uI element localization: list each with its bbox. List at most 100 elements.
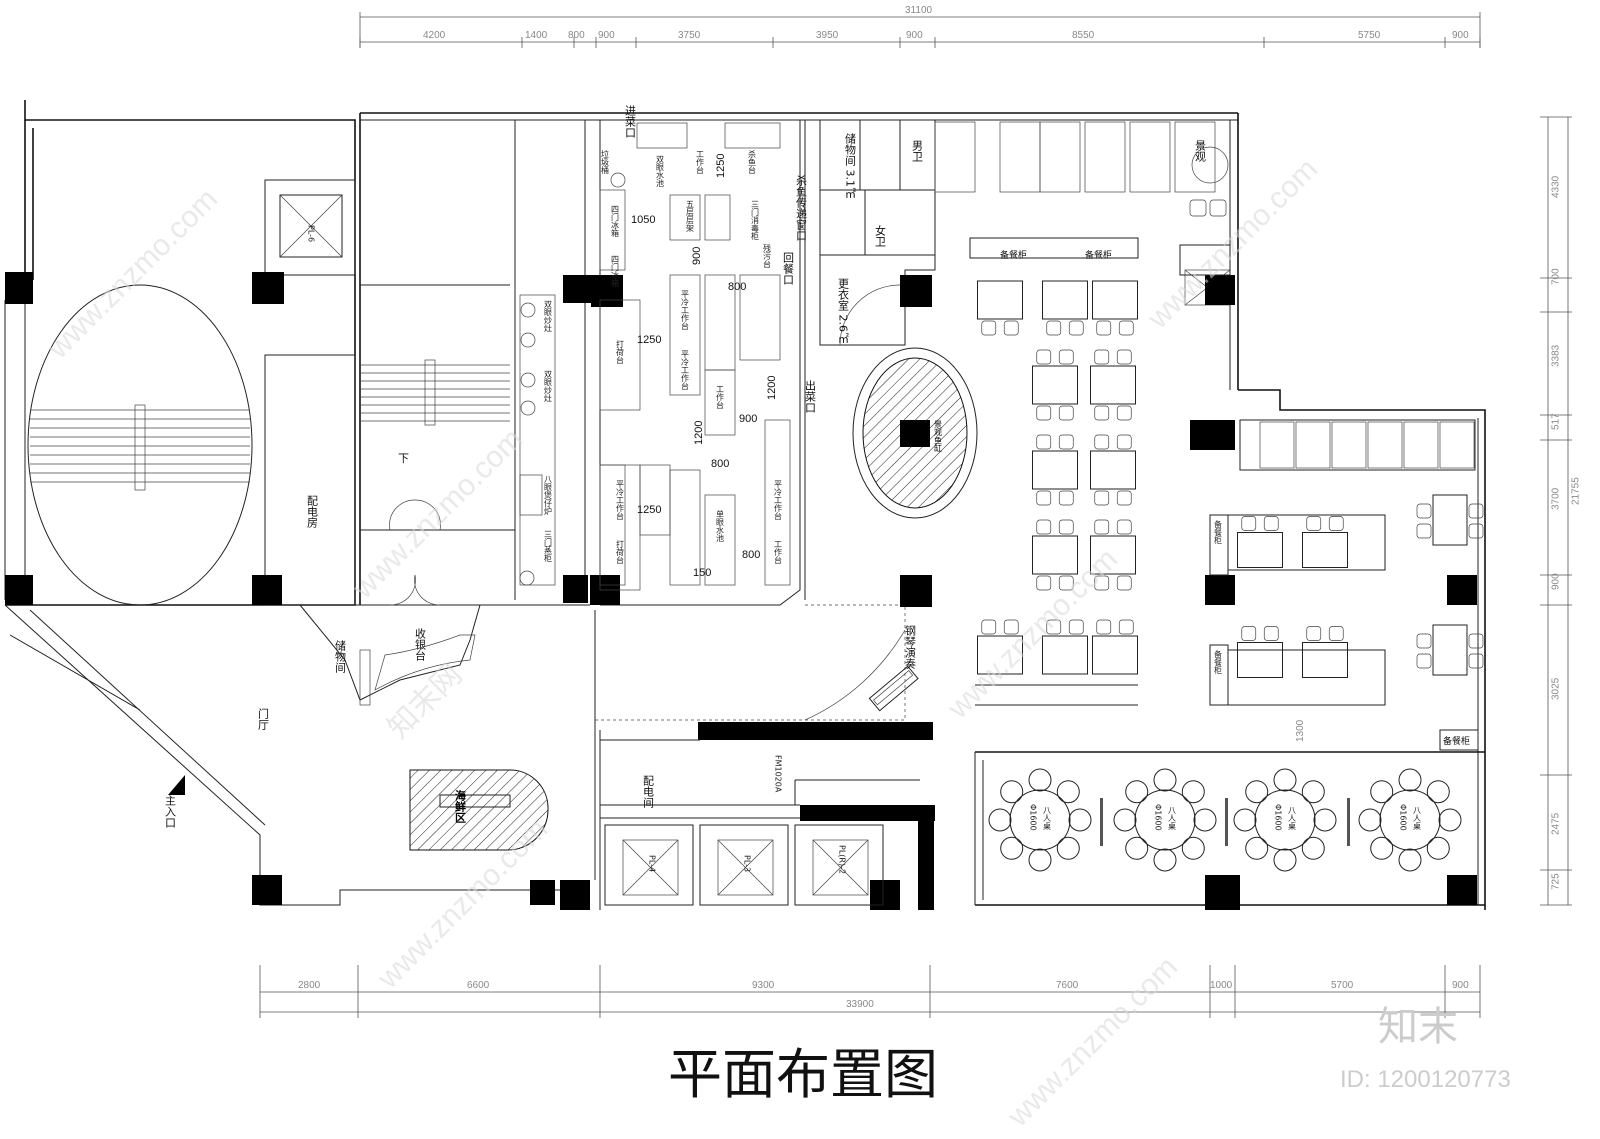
- label-electrical: 配电间: [642, 775, 655, 809]
- chair: [1058, 575, 1074, 591]
- kitchen-dim: 800: [728, 281, 746, 293]
- dining-table: [1092, 619, 1138, 675]
- drawing-title: 平面布置图: [668, 1043, 938, 1106]
- fish-tank: 景观鱼缸: [852, 347, 978, 519]
- glass-panel: [1129, 121, 1171, 193]
- chair: [1189, 199, 1207, 217]
- label-fish-window: 杀鱼传递窗口: [795, 174, 808, 241]
- sideboard-label: 备餐柜: [1214, 519, 1223, 545]
- shafts: PL-4 PL-3 PL(R)-2: [604, 824, 884, 906]
- kitchen-dim: 900: [739, 413, 757, 425]
- chair: [1193, 808, 1217, 832]
- chair: [1468, 523, 1484, 539]
- column: [900, 575, 932, 607]
- label-entry-in: 进菜口: [624, 105, 637, 138]
- chair: [1058, 434, 1074, 450]
- round-table-size: Φ1600: [1399, 804, 1408, 831]
- chair: [1058, 490, 1074, 506]
- seafood-zone: 海鲜区: [409, 769, 549, 851]
- chair: [1036, 405, 1052, 421]
- column: [560, 880, 590, 910]
- chair: [1056, 780, 1080, 804]
- equip-label: 残污台: [763, 243, 772, 269]
- equip-label: 工作台: [716, 385, 725, 410]
- dim-label: 8550: [1072, 30, 1095, 41]
- chair: [981, 619, 997, 635]
- chair: [1028, 848, 1052, 872]
- column: [591, 275, 623, 307]
- glass-panel: [934, 121, 976, 193]
- dining-table: [1416, 494, 1484, 546]
- dim-label: 4330: [1551, 175, 1562, 198]
- stair-center: [360, 284, 515, 606]
- dining-table: [977, 280, 1023, 336]
- chair: [1153, 768, 1177, 792]
- round-table-label: 八人桌: [1168, 806, 1177, 831]
- dim-label: 800: [568, 30, 585, 41]
- equip-label: 打荷台: [616, 339, 625, 365]
- chair: [1094, 490, 1110, 506]
- dim-bottom-total: 33900: [846, 999, 874, 1010]
- column: [900, 275, 932, 307]
- walls: [4, 100, 1486, 910]
- column: [1205, 275, 1235, 305]
- shaft-label: PL-3: [743, 855, 752, 872]
- dim-label: 900: [906, 30, 923, 41]
- shaft-label: PL-6: [307, 225, 316, 242]
- chair: [1273, 848, 1297, 872]
- chair: [1398, 848, 1422, 872]
- chair: [1036, 434, 1052, 450]
- equip-label: 四门冰箱: [611, 205, 620, 238]
- chair: [1306, 516, 1322, 531]
- chair: [1116, 575, 1132, 591]
- label-power-room: 配电房: [306, 495, 319, 529]
- cashier-counter: [299, 604, 481, 706]
- dim-label: 2475: [1551, 812, 1562, 835]
- watermark-text: www.znzmo.com: [1001, 950, 1184, 1133]
- stair-left: [27, 284, 253, 606]
- plant: [1191, 146, 1229, 184]
- dining-dim: 1300: [1295, 719, 1306, 742]
- booth-seat: [1295, 421, 1331, 469]
- shaft-label: PL(R)-2: [838, 845, 847, 874]
- chair: [1468, 653, 1484, 669]
- table-top: [1090, 365, 1136, 405]
- chair: [1416, 633, 1432, 649]
- column: [252, 272, 284, 304]
- table-top: [1302, 532, 1348, 568]
- dim-top-total: 31100: [905, 5, 933, 16]
- chair: [1426, 836, 1450, 860]
- equip-label: 工作台: [774, 540, 783, 565]
- booth-seat: [1331, 421, 1367, 469]
- chair: [1036, 575, 1052, 591]
- dim-label: 700: [1551, 268, 1562, 285]
- glass-panel: [1174, 121, 1216, 193]
- chair: [1263, 516, 1279, 531]
- brand-logo: 知末: [1378, 1004, 1458, 1050]
- chair: [1058, 349, 1074, 365]
- table-top: [1379, 789, 1441, 851]
- chair: [1125, 780, 1149, 804]
- label-door-code: FM1020A: [774, 755, 783, 793]
- chair: [1416, 503, 1432, 519]
- dim-label: 3750: [678, 30, 701, 41]
- chair: [1245, 780, 1269, 804]
- kitchen-dim: 800: [742, 549, 760, 561]
- label-foyer: 门厅: [257, 707, 270, 730]
- equip-label: 工作台: [696, 150, 705, 175]
- chair: [1263, 626, 1279, 641]
- chair: [1096, 320, 1112, 336]
- power-room: [264, 354, 356, 606]
- column: [1205, 575, 1235, 605]
- equip-label: 平冷工作台: [774, 480, 783, 521]
- dining-table: [1237, 516, 1283, 568]
- entry-arrow-icon: [168, 775, 185, 795]
- table-top: [1090, 450, 1136, 490]
- chair: [1094, 519, 1110, 535]
- equip-label: 平冷工作台: [616, 480, 625, 521]
- chair: [1068, 320, 1084, 336]
- label-locker: 更衣室 2.6㎡: [837, 278, 850, 343]
- chair: [1358, 808, 1382, 832]
